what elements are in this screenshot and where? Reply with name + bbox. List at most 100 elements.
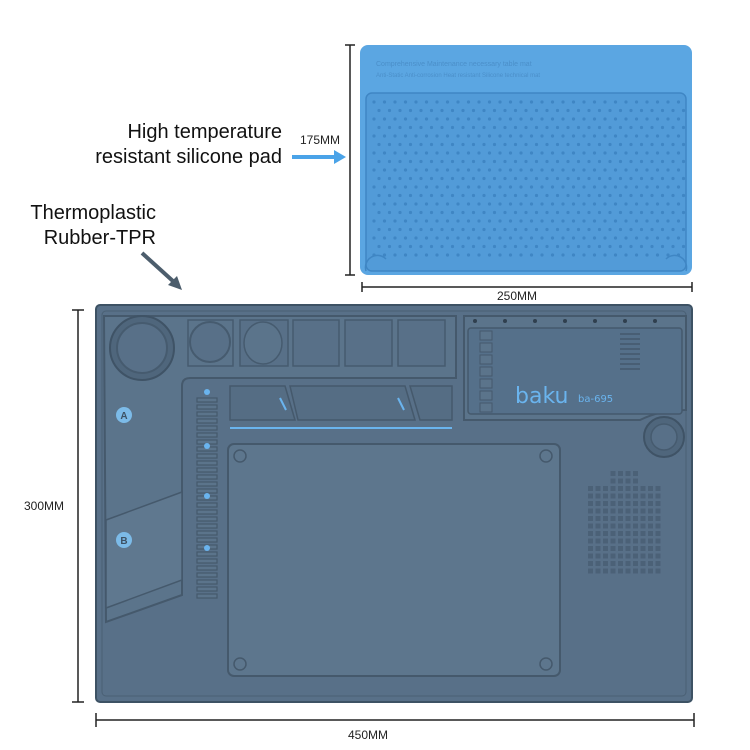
pad-dot [550, 185, 555, 189]
pad-dot [513, 244, 518, 249]
pad-dot [660, 227, 665, 232]
pad-dot [534, 193, 539, 198]
pad-dot [576, 159, 581, 164]
pad-dot [387, 193, 392, 198]
grid-cell [640, 538, 646, 544]
pad-dot [508, 117, 513, 121]
pad-dot [597, 159, 602, 164]
pad-dot [492, 159, 497, 164]
grid-cell [655, 508, 661, 514]
pad-dot [372, 168, 376, 172]
pad-dot [555, 108, 560, 113]
pad-dot [461, 142, 465, 147]
grid-cell [625, 546, 631, 551]
pad-dot [435, 185, 439, 189]
pad-dot [603, 202, 607, 206]
pad-dot [377, 210, 381, 215]
ladder-slot [196, 579, 218, 585]
pad-dot [429, 125, 434, 130]
pad-dot [393, 168, 397, 172]
grid-cell [655, 493, 661, 499]
pad-dot [487, 253, 492, 257]
pad-dot [372, 117, 376, 121]
pad-dot [671, 210, 675, 215]
grid-cell [633, 493, 638, 499]
grid-cell [618, 516, 623, 521]
grid-cell [618, 493, 623, 499]
grid-cell [610, 501, 616, 506]
pad-dot [634, 100, 639, 104]
pad-dot [655, 219, 660, 223]
ladder-slot [196, 425, 218, 431]
pad-dot [524, 210, 528, 215]
pad-dot [681, 142, 686, 147]
pad-dot [634, 236, 639, 240]
panel-slot [479, 366, 493, 377]
pad-dot [424, 202, 429, 206]
pad-dot [540, 134, 544, 138]
pad-dot [450, 227, 455, 232]
pad-dot [424, 151, 429, 155]
pad-dot [639, 210, 644, 215]
pad-dot [456, 236, 460, 240]
pad-dot [566, 176, 570, 181]
pad-dot [519, 168, 523, 172]
grid-cell [595, 508, 601, 514]
pad-dot [561, 185, 565, 189]
ladder-slot [196, 397, 218, 403]
pad-dot [576, 244, 581, 249]
pad-dot [629, 193, 633, 198]
pad-dot [655, 253, 660, 257]
pad-dot [487, 202, 492, 206]
pad-dot [613, 219, 618, 223]
pad-dot [477, 253, 481, 257]
grid-cell [588, 486, 593, 491]
pin-hole [533, 319, 537, 323]
pad-dot [550, 117, 555, 121]
pad-dot [424, 236, 429, 240]
pad-dot [529, 151, 534, 155]
tpr-label-line-2: Rubber-TPR [43, 227, 156, 249]
grid-cell [595, 553, 601, 559]
pad-dot [597, 142, 602, 147]
grid-cell [588, 516, 593, 521]
pad-dot [492, 108, 497, 113]
ladder-slot [196, 530, 218, 536]
ladder-slot [196, 474, 218, 480]
pad-dot [681, 176, 686, 181]
pad-dot [419, 125, 423, 130]
grid-cell [655, 538, 661, 544]
mat-width-dimension: 450MM [348, 728, 389, 742]
pad-dot [561, 236, 565, 240]
pad-dot [592, 219, 597, 223]
pad-dot [524, 193, 528, 198]
grid-cell [618, 508, 623, 514]
pad-dot [387, 159, 392, 164]
pad-dot [393, 117, 397, 121]
pad-dot [398, 244, 402, 249]
pad-dot [618, 125, 623, 130]
pad-dot [671, 142, 675, 147]
pad-dot [440, 159, 444, 164]
pad-dot [466, 236, 471, 240]
pad-dot [576, 142, 581, 147]
grid-cell [595, 561, 601, 566]
pad-dot [529, 253, 534, 257]
pad-dot [603, 151, 607, 155]
grid-cell [633, 538, 638, 544]
pad-dot [456, 202, 460, 206]
pad-dot [587, 142, 591, 147]
pad-dot [582, 151, 586, 155]
pad-dot [503, 227, 507, 232]
panel-slot [479, 402, 493, 413]
pad-dot [540, 185, 544, 189]
pad-dot [372, 219, 376, 223]
pad-dot [650, 142, 654, 147]
pad-dot [587, 210, 591, 215]
pad-dot [613, 185, 618, 189]
pad-dot [382, 185, 387, 189]
ladder-slot [196, 537, 218, 543]
grid-cell [640, 501, 646, 506]
pad-dot [524, 227, 528, 232]
pad-dot [429, 142, 434, 147]
